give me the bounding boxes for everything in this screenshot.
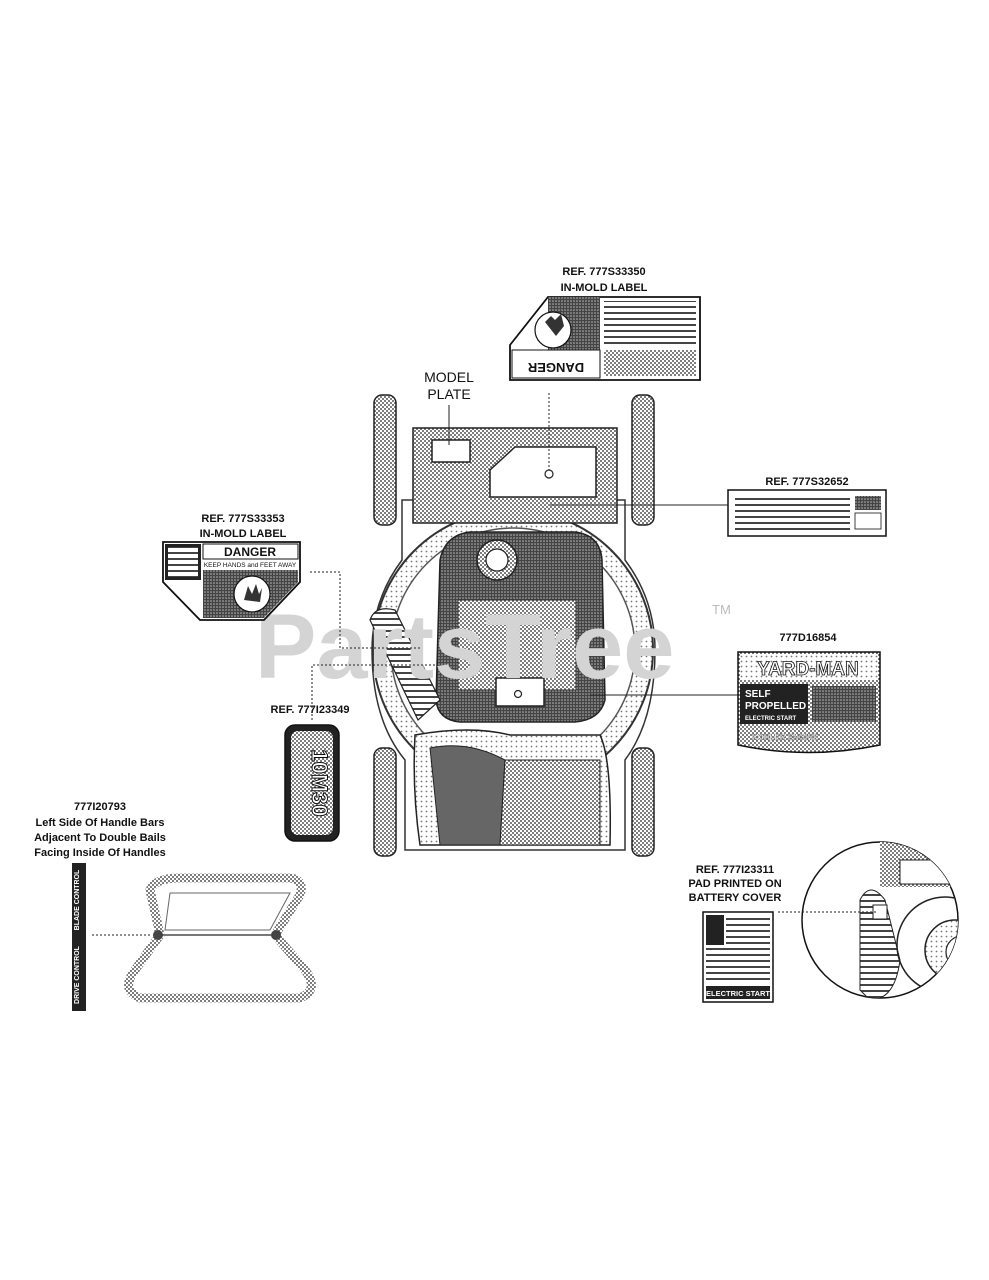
watermark: PartsTree [255,596,674,698]
battery-detail-view [801,841,959,999]
brand-label-ref: 777D16854 [780,632,838,644]
battery-line1: PAD PRINTED ON [688,878,781,890]
brand-line1: SELF [745,689,771,700]
callout-left-danger: REF. 777S33353 IN-MOLD LABEL DANGER KEEP… [162,513,420,649]
battery-footer: ELECTRIC START [706,989,770,998]
callout-right-label: REF. 777S32652 [550,476,887,537]
side-chute [369,608,441,721]
model-plate [431,439,471,463]
left-danger-decal: DANGER KEEP HANDS and FEET AWAY [162,541,301,621]
brand-line3: ELECTRIC START [745,716,797,722]
battery-decal: ELECTRIC START [702,911,774,1003]
brand-bottom: KOHLER ENGINE [752,733,819,742]
left-danger-subtext: KEEP HANDS and FEET AWAY [204,562,297,569]
model-plate-line1: MODEL [424,369,474,385]
handle-line1: Left Side Of Handle Bars [36,817,165,829]
callout-brand-label: 777D16854 YARD-MAN SELF PROPELLED ELECTR… [590,632,881,754]
model-badge-text: 10M30 [307,749,332,816]
rear-left-wheel [373,394,397,526]
mower-top-view [369,394,656,857]
callout-battery: REF. 777I23311 PAD PRINTED ON BATTERY CO… [688,841,959,1003]
handle-ref: 777I20793 [74,801,126,813]
battery-line2: BATTERY COVER [689,892,782,904]
front-right-wheel [631,747,655,857]
top-danger-heading: DANGER [527,360,584,375]
callout-model-badge: REF. 777I23349 10M30 [271,664,435,842]
brand-line2: PROPELLED [745,701,806,712]
callout-model-plate: MODEL PLATE [424,369,474,445]
handle-lower-text: DRIVE CONTROL [74,945,81,1004]
model-badge-ref: REF. 777I23349 [271,704,350,716]
handle-line2: Adjacent To Double Bails [34,832,166,844]
top-danger-decal: DANGER [509,296,701,381]
battery-ref: REF. 777I23311 [696,864,774,876]
top-label-desc: IN-MOLD LABEL [561,282,648,294]
callout-handle-decal: 777I20793 Left Side Of Handle Bars Adjac… [34,801,316,1011]
label-recess [489,446,597,498]
handle-decal-strip [72,863,86,1011]
callout-top-label: REF. 777S33350 IN-MOLD LABEL DANGER [509,266,701,470]
left-danger-ref: REF. 777S33353 [201,513,284,525]
brand-name: YARD-MAN [757,659,859,680]
rear-right-wheel [631,394,655,526]
watermark-tm: TM [712,602,731,617]
model-plate-line2: PLATE [427,386,470,402]
front-left-wheel [373,747,397,857]
left-danger-heading: DANGER [224,545,276,559]
handle-upper-text: BLADE CONTROL [74,869,81,930]
handle-bars [124,873,316,1003]
left-danger-desc: IN-MOLD LABEL [200,528,287,540]
brand-label-decal: YARD-MAN SELF PROPELLED ELECTRIC START K… [737,651,881,754]
handle-line3: Facing Inside Of Handles [34,847,165,859]
right-label-ref: REF. 777S32652 [765,476,848,488]
top-label-ref: REF. 777S33350 [562,266,645,278]
